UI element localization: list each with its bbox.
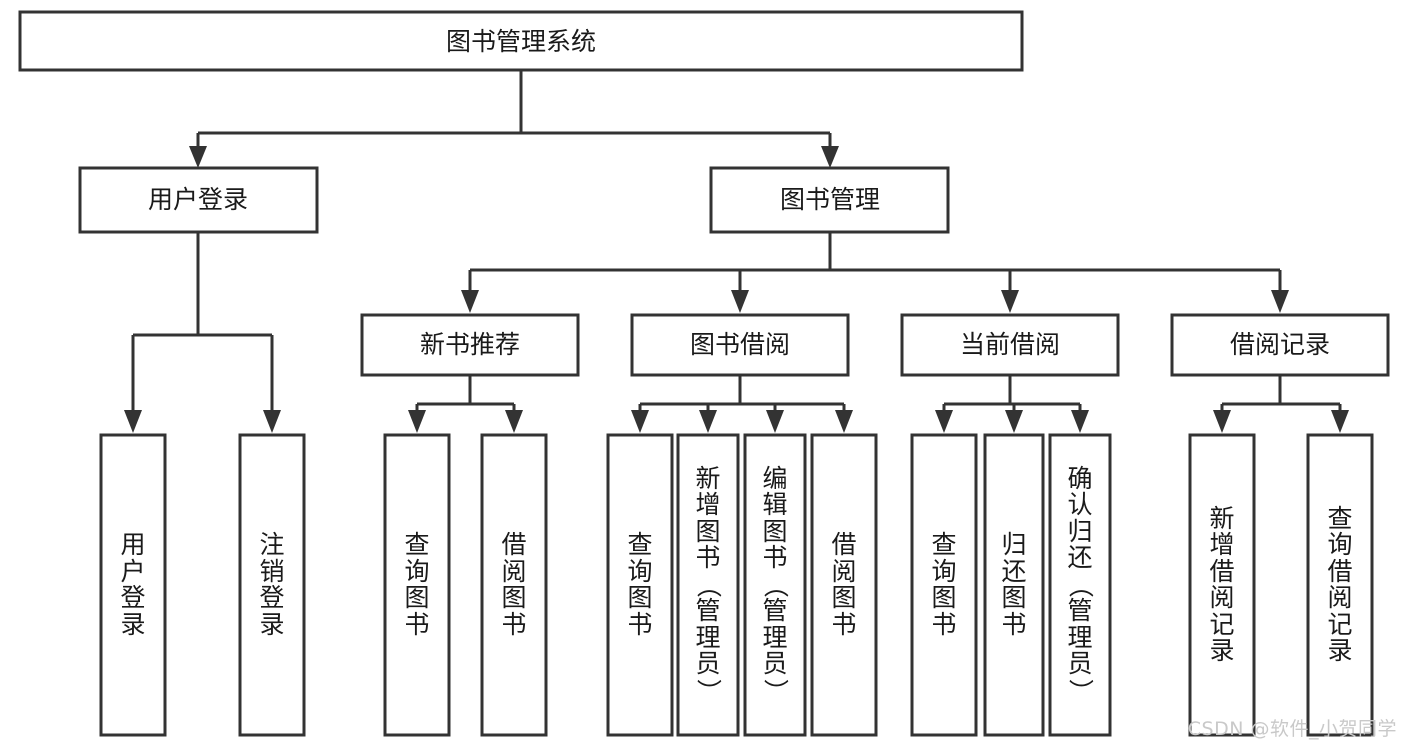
node-borrow-record[interactable]: 借阅记录	[1170, 313, 1390, 377]
leaf-box-query-record[interactable]	[1306, 433, 1374, 737]
arrow-head-leaf-user-logout	[263, 410, 281, 433]
arrow-head-leaf-user-login	[124, 410, 142, 433]
book-manage-box[interactable]	[709, 166, 950, 234]
arrow-head-leaf-confirm-return	[1071, 410, 1089, 433]
borrow-record-box[interactable]	[1170, 313, 1390, 377]
node-user-login[interactable]: 用户登录	[78, 166, 319, 234]
leaf-box-query-book-1[interactable]	[383, 433, 451, 737]
arrow-head-leaf-add-record	[1213, 410, 1231, 433]
arrow-head-current-borrow	[1001, 290, 1019, 313]
book-manage-label: 图书管理	[780, 185, 880, 214]
leaf-box-edit-book[interactable]	[743, 433, 807, 737]
arrow-head-leaf-edit-book	[766, 410, 784, 433]
arrow-head-new-book-recommend	[461, 290, 479, 313]
leaf-box-borrow-book-1[interactable]	[480, 433, 548, 737]
leaf-box-query-book-2[interactable]	[606, 433, 674, 737]
user-login-box[interactable]	[78, 166, 319, 234]
borrow-record-label: 借阅记录	[1230, 330, 1330, 359]
node-book-borrow[interactable]: 图书借阅	[630, 313, 850, 377]
node-current-borrow[interactable]: 当前借阅	[900, 313, 1120, 377]
book-borrow-box[interactable]	[630, 313, 850, 377]
root-box[interactable]	[18, 10, 1024, 72]
node-book-manage[interactable]: 图书管理	[709, 166, 950, 234]
new-book-recommend-label: 新书推荐	[420, 330, 520, 359]
root-label: 图书管理系统	[446, 27, 596, 56]
leaf-box-query-book-3[interactable]	[910, 433, 978, 737]
arrow-head-leaf-return-book	[1005, 410, 1023, 433]
arrow-head-leaf-borrow-book-1	[505, 410, 523, 433]
current-borrow-label: 当前借阅	[960, 330, 1060, 359]
arrow-head-book-manage	[821, 146, 839, 168]
leaf-box-user-login[interactable]	[99, 433, 167, 737]
leaf-box-borrow-book-2[interactable]	[810, 433, 878, 737]
node-new-book-recommend[interactable]: 新书推荐	[360, 313, 580, 377]
arrow-head-book-borrow	[731, 290, 749, 313]
leaf-box-return-book[interactable]	[983, 433, 1045, 737]
arrow-head-leaf-query-book-1	[408, 410, 426, 433]
leaf-box-add-book[interactable]	[676, 433, 740, 737]
book-borrow-label: 图书借阅	[690, 330, 790, 359]
user-login-label: 用户登录	[148, 185, 248, 214]
leaf-box-confirm-return[interactable]	[1048, 433, 1112, 737]
arrow-head-leaf-add-book	[699, 410, 717, 433]
new-book-recommend-box[interactable]	[360, 313, 580, 377]
leaf-box-user-logout[interactable]	[238, 433, 306, 737]
arrow-head-leaf-query-book-3	[935, 410, 953, 433]
leaf-box-layer	[99, 433, 1374, 737]
arrow-head-leaf-query-book-2	[631, 410, 649, 433]
leaf-box-add-record[interactable]	[1188, 433, 1256, 737]
node-root-book-management-system[interactable]: 图书管理系统	[18, 10, 1024, 72]
arrow-head-borrow-record	[1271, 290, 1289, 313]
current-borrow-box[interactable]	[900, 313, 1120, 377]
csdn-watermark: CSDN @软件_小贺同学	[1187, 718, 1397, 740]
arrow-head-user-login	[189, 146, 207, 168]
connector-layer	[124, 70, 1349, 433]
arrow-head-leaf-query-record	[1331, 410, 1349, 433]
arrow-head-leaf-borrow-book-2	[835, 410, 853, 433]
